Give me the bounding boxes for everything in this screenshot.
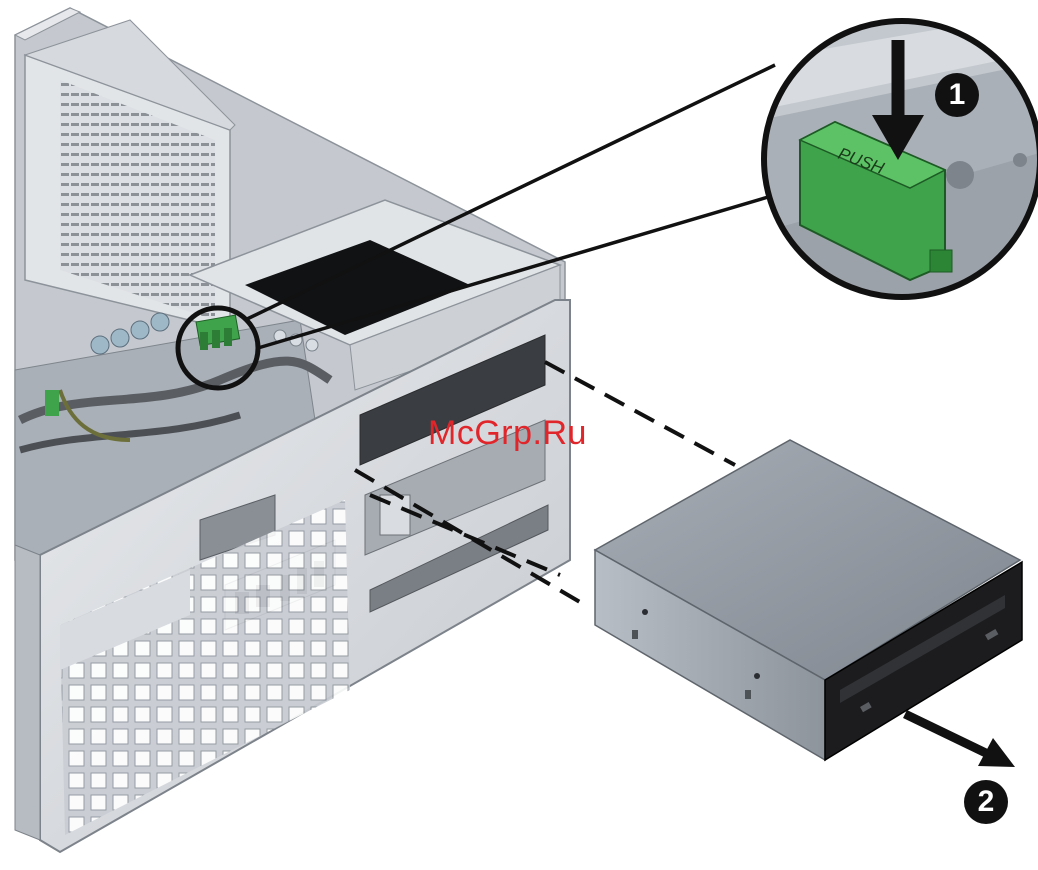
optical-drive bbox=[595, 440, 1022, 760]
arrow-right-down-icon bbox=[905, 714, 1015, 767]
watermark: McGrp.Ru bbox=[428, 414, 587, 453]
power-supply bbox=[25, 20, 235, 330]
step-2-badge: 2 bbox=[964, 780, 1008, 824]
zoom-callout: PUSH bbox=[760, 10, 1038, 516]
step-1-badge: 1 bbox=[935, 73, 979, 117]
